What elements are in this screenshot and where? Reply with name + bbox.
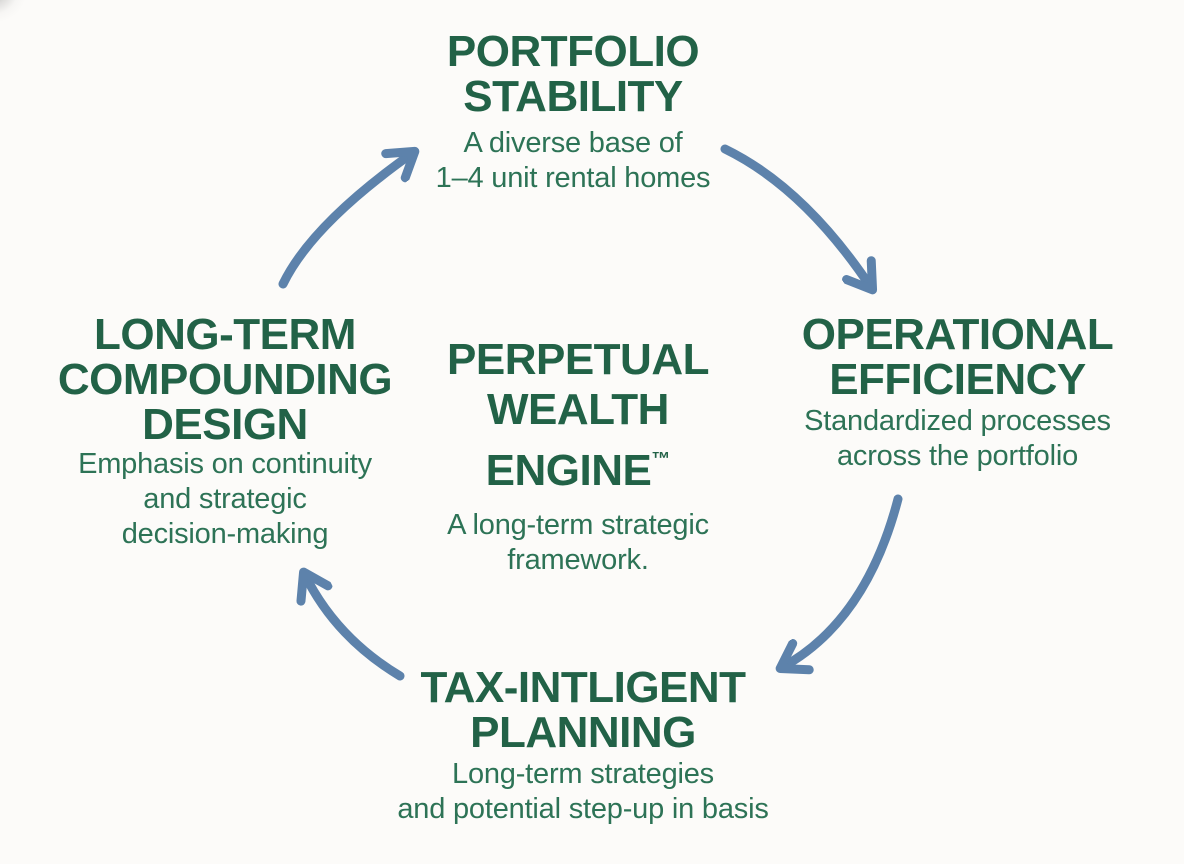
title-line: ENGINE™ — [485, 446, 671, 495]
title-line: PORTFOLIO — [446, 27, 700, 76]
title-line: WEALTH — [487, 385, 669, 434]
operational-efficiency-subtitle: Standardized processes across the portfo… — [765, 404, 1150, 474]
tax-intligent-planning-title: TAX-INTLIGENT PLANNING — [310, 665, 856, 755]
node-long-term-compounding-design: LONG-TERM COMPOUNDING DESIGN Emphasis on… — [28, 312, 422, 552]
portfolio-stability-subtitle: A diverse base of 1–4 unit rental homes — [308, 126, 838, 196]
portfolio-stability-title: PORTFOLIO STABILITY — [308, 29, 838, 119]
long-term-compounding-design-subtitle: Emphasis on continuity and strategic dec… — [28, 447, 422, 552]
long-term-compounding-design-title: LONG-TERM COMPOUNDING DESIGN — [28, 312, 422, 447]
tax-intligent-planning-subtitle: Long-term strategies and potential step-… — [310, 757, 856, 827]
subtitle-line: across the portfolio — [836, 440, 1078, 472]
curved-arrow-compounding-to-stability-icon — [278, 152, 414, 289]
title-line: LONG-TERM — [94, 310, 356, 359]
title-line: COMPOUNDING — [57, 355, 393, 404]
node-portfolio-stability: PORTFOLIO STABILITY A diverse base of 1–… — [308, 29, 838, 196]
subtitle-line: A diverse base of — [463, 127, 683, 159]
subtitle-line: Standardized processes — [804, 405, 1111, 437]
curved-arrow-stability-to-efficiency-icon — [720, 144, 872, 289]
title-line: TAX-INTLIGENT — [420, 663, 746, 712]
subtitle-line: framework. — [507, 544, 649, 576]
curved-arrow-tax-to-compounding-icon — [304, 573, 405, 681]
curved-arrow-efficiency-to-tax-icon — [781, 494, 903, 668]
node-operational-efficiency: OPERATIONAL EFFICIENCY Standardized proc… — [765, 312, 1150, 474]
title-line: DESIGN — [142, 400, 308, 449]
title-line: OPERATIONAL — [801, 310, 1114, 359]
subtitle-line: A long-term strategic — [447, 509, 709, 541]
node-tax-intligent-planning: TAX-INTLIGENT PLANNING Long-term strateg… — [310, 665, 856, 827]
title-line: EFFICIENCY — [829, 355, 1086, 404]
title-line: PLANNING — [470, 708, 696, 757]
title-line: PERPETUAL — [447, 335, 709, 384]
subtitle-line: and strategic — [143, 483, 307, 515]
perpetual-wealth-engine-title: PERPETUAL WEALTH ENGINE™ — [400, 335, 756, 496]
title-line: STABILITY — [463, 72, 683, 121]
trademark-symbol: ™ — [651, 449, 671, 470]
subtitle-line: and potential step-up in basis — [397, 793, 769, 825]
subtitle-line: Emphasis on continuity — [78, 448, 372, 480]
subtitle-line: decision-making — [121, 518, 329, 550]
perpetual-wealth-engine-subtitle: A long-term strategic framework. — [400, 508, 756, 578]
subtitle-line: Long-term strategies — [452, 758, 714, 790]
operational-efficiency-title: OPERATIONAL EFFICIENCY — [765, 312, 1150, 402]
node-perpetual-wealth-engine: PERPETUAL WEALTH ENGINE™ A long-term str… — [400, 335, 756, 578]
subtitle-line: 1–4 unit rental homes — [435, 162, 711, 194]
